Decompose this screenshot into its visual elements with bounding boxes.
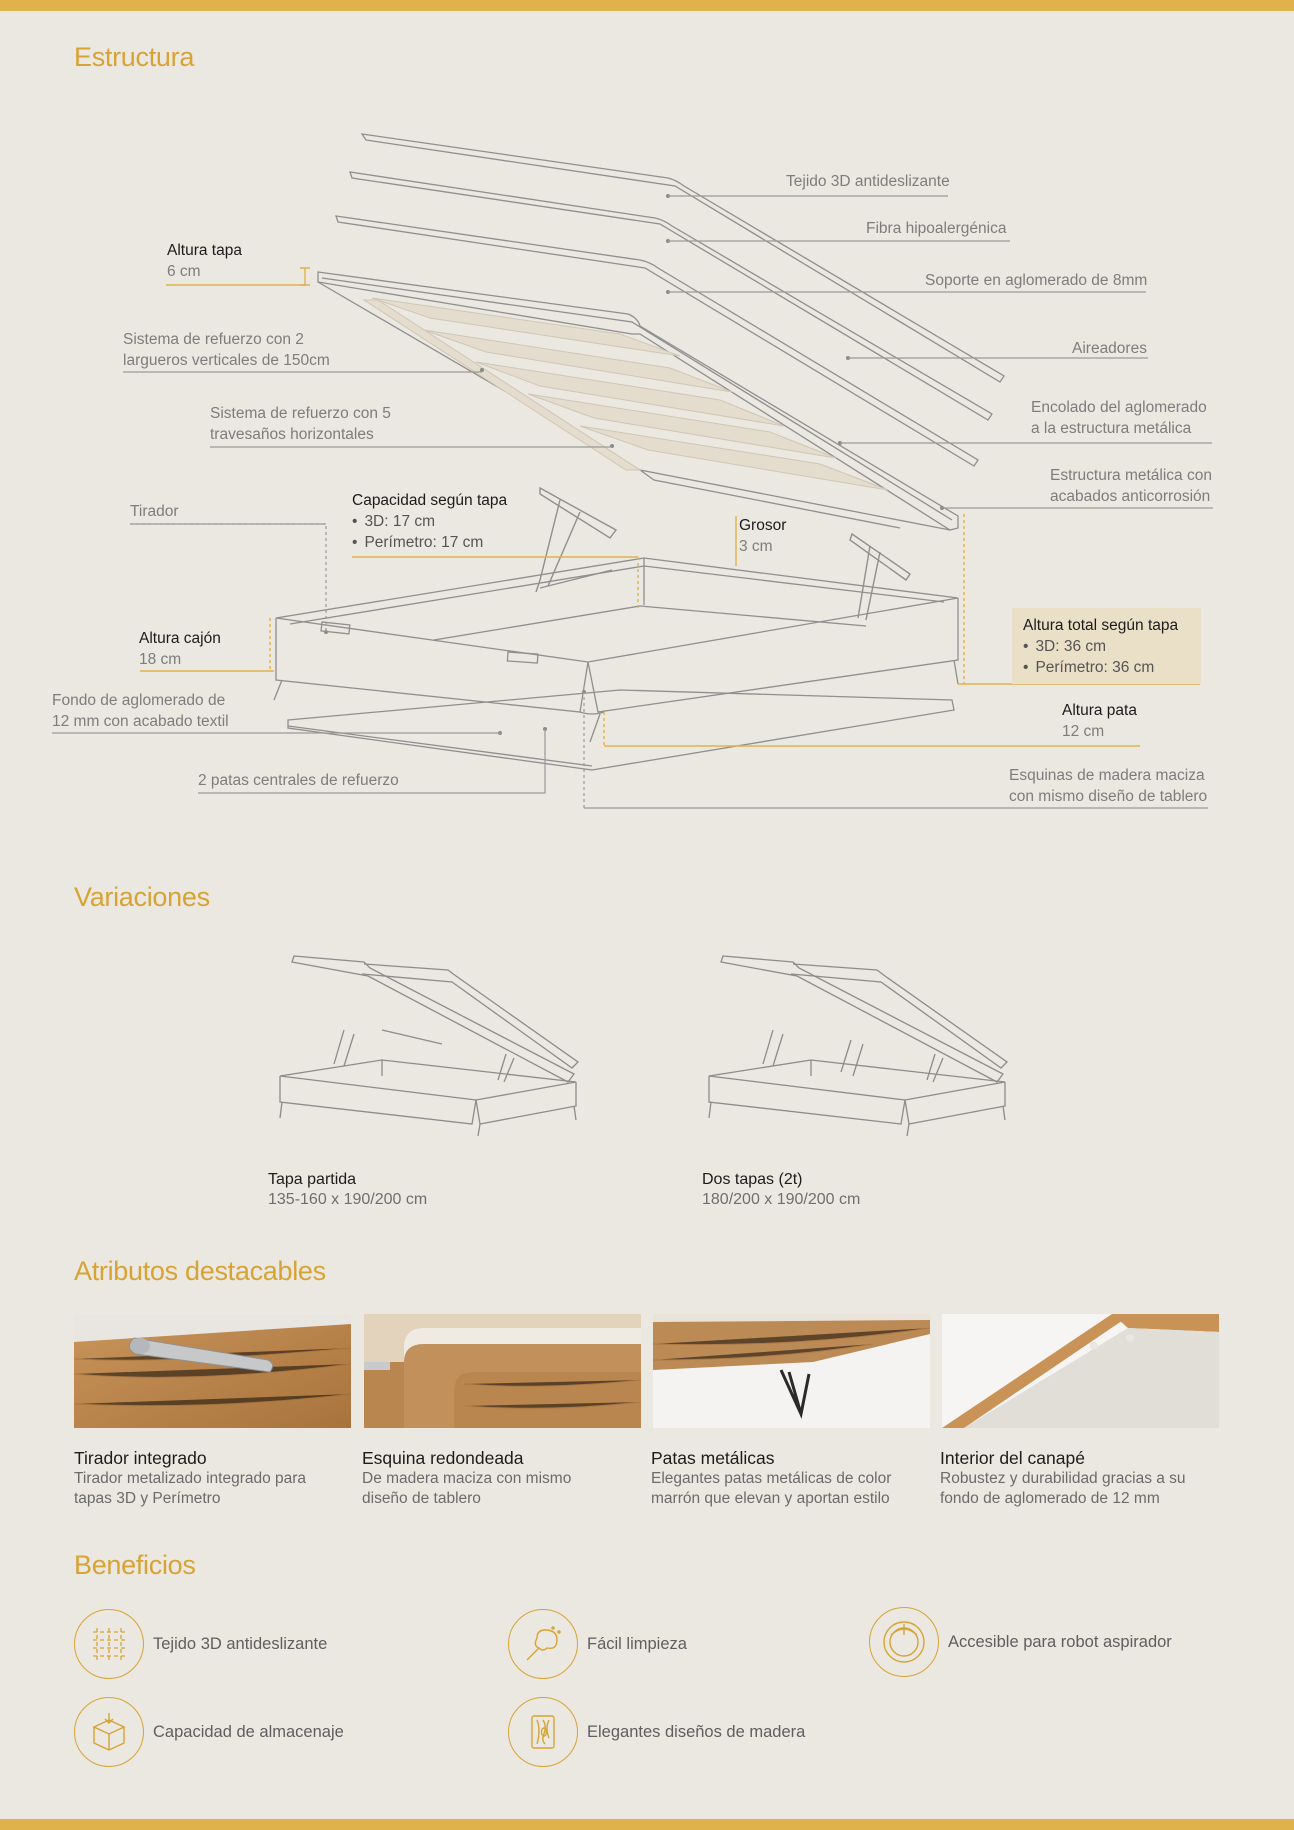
photo-tirador-integrado xyxy=(74,1314,351,1428)
benefit-tejido: Tejido 3D antideslizante xyxy=(74,1609,327,1679)
robot-vacuum-icon xyxy=(869,1607,939,1677)
variation-dos-tapas-drawing xyxy=(708,955,1009,1137)
benefit-madera: Elegantes diseños de madera xyxy=(508,1697,805,1767)
duster-icon xyxy=(508,1609,578,1679)
altura-tapa-label: Altura tapa 6 cm xyxy=(167,242,242,280)
altura-total-label: Altura total según tapa 3D: 36 cmPerímet… xyxy=(1023,615,1178,678)
section-title-estructura: Estructura xyxy=(74,42,195,72)
capacidad-label: Capacidad según tapa 3D: 17 cmPerímetro:… xyxy=(352,490,507,553)
section-title-atributos: Atributos destacables xyxy=(74,1256,326,1286)
benefit-almacenaje: Capacidad de almacenaje xyxy=(74,1697,344,1767)
altura-cajon-label: Altura cajón 18 cm xyxy=(139,630,221,668)
wood-grain-icon xyxy=(508,1697,578,1767)
soporte-label: Soporte en aglomerado de 8mm xyxy=(925,272,1148,289)
storage-box-icon xyxy=(74,1697,144,1767)
section-title-variaciones: Variaciones xyxy=(74,882,210,912)
bed-structure-diagram xyxy=(52,133,1213,809)
variation-dos-tapas: Dos tapas (2t) 180/200 x 190/200 cm xyxy=(702,1171,861,1208)
attr-esquina-redondeada: Esquina redondeada De madera maciza con … xyxy=(362,1448,572,1507)
variation-tapa-partida: Tapa partida 135-160 x 190/200 cm xyxy=(268,1171,428,1208)
patas-centrales-label: 2 patas centrales de refuerzo xyxy=(198,772,399,789)
variation-tapa-partida-drawing xyxy=(279,955,580,1137)
attr-tirador-integrado: Tirador integrado Tirador metalizado int… xyxy=(74,1448,307,1507)
benefit-robot: Accesible para robot aspirador xyxy=(869,1607,1172,1677)
top-accent-bar xyxy=(0,0,1294,11)
aireadores-label: Aireadores xyxy=(1072,340,1147,357)
tirador-label: Tirador xyxy=(130,503,179,520)
fibra-label: Fibra hipoalergénica xyxy=(866,220,1007,237)
section-title-beneficios: Beneficios xyxy=(74,1550,196,1580)
photo-esquina-redondeada xyxy=(364,1314,641,1428)
grosor-label: Grosor 3 cm xyxy=(739,517,787,555)
altura-pata-label: Altura pata 12 cm xyxy=(1062,702,1137,740)
benefit-limpieza: Fácil limpieza xyxy=(508,1609,687,1679)
tejido-label: Tejido 3D antideslizante xyxy=(786,173,950,190)
attr-patas-metalicas: Patas metálicas Elegantes patas metálica… xyxy=(651,1448,892,1507)
attr-interior-canape: Interior del canapé Robustez y durabilid… xyxy=(940,1448,1186,1507)
photo-interior-canape xyxy=(942,1314,1219,1428)
bottom-accent-bar xyxy=(0,1819,1294,1830)
photo-patas-metalicas xyxy=(653,1314,930,1428)
fabric-icon xyxy=(74,1609,144,1679)
